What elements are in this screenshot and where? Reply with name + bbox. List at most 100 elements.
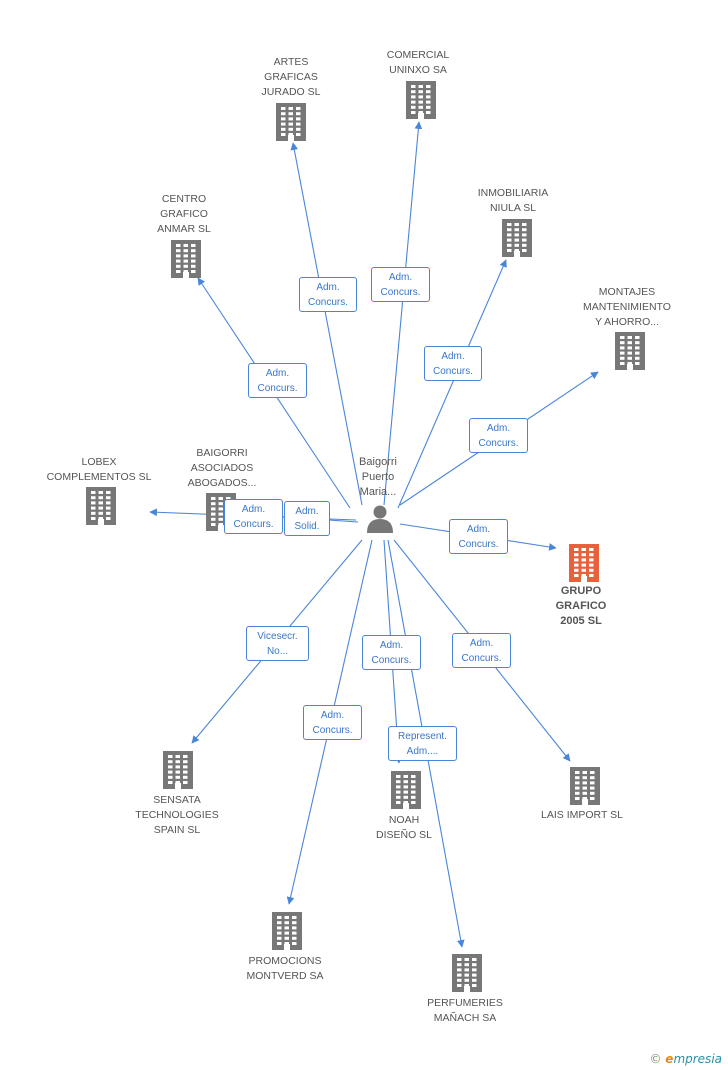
role-badge[interactable]: Adm.Concurs. xyxy=(362,635,421,670)
building-window xyxy=(457,973,462,977)
person-icon[interactable] xyxy=(367,505,393,534)
building-window xyxy=(176,249,181,253)
building-window xyxy=(277,926,282,930)
building-window xyxy=(296,133,301,136)
building-window xyxy=(183,254,188,258)
building-window xyxy=(175,765,180,769)
building-icon[interactable] xyxy=(406,81,436,119)
role-line: Concurs. xyxy=(461,653,502,664)
role-badge[interactable]: Adm.Concurs. xyxy=(449,519,508,554)
building-window xyxy=(426,100,431,104)
building-icon[interactable] xyxy=(272,912,302,950)
role-line: Concurs. xyxy=(380,287,421,298)
building-window xyxy=(464,973,469,977)
building-window xyxy=(418,95,423,99)
building-icon[interactable] xyxy=(86,487,116,525)
role-badge[interactable]: Vicesecr.No... xyxy=(246,626,309,661)
building-window xyxy=(292,921,297,925)
building-window xyxy=(98,501,103,505)
building-window xyxy=(281,117,286,121)
role-badge[interactable]: Adm. Concurs. xyxy=(371,267,430,302)
building-window xyxy=(91,496,96,500)
building-window xyxy=(277,921,282,925)
building-window xyxy=(426,111,431,114)
role-badge[interactable]: Adm.Concurs. xyxy=(303,705,362,740)
building-window xyxy=(418,100,423,104)
role-line: Adm. xyxy=(316,282,340,293)
label-line: MONTVERD SA xyxy=(246,970,324,982)
building-window xyxy=(176,270,181,273)
building-window xyxy=(582,797,587,800)
building-icon[interactable] xyxy=(171,240,201,278)
building-window xyxy=(426,90,431,94)
building-window xyxy=(590,797,595,800)
role-badge[interactable]: Adm.Concurs. xyxy=(224,499,283,534)
label-line: TECHNOLOGIES xyxy=(135,809,219,821)
building-icon[interactable] xyxy=(163,751,193,789)
building-window xyxy=(277,931,282,935)
building-window xyxy=(627,346,632,350)
label-line: GRAFICAS xyxy=(264,71,318,83)
building-window xyxy=(106,517,111,520)
building-window xyxy=(288,107,293,110)
building-window xyxy=(457,963,462,967)
role-line: Adm. xyxy=(388,272,413,283)
building-window xyxy=(91,501,96,505)
building-window xyxy=(620,351,625,355)
building-window xyxy=(175,760,180,764)
building-icon[interactable] xyxy=(570,767,600,805)
building-window xyxy=(620,346,625,350)
role-line: Adm. xyxy=(320,710,345,721)
building-window xyxy=(581,568,586,572)
label-line: GRUPO xyxy=(560,585,602,597)
building-window xyxy=(292,926,297,930)
building-window xyxy=(411,111,416,114)
building-window xyxy=(575,771,580,774)
building-window xyxy=(277,936,282,940)
building-icon[interactable] xyxy=(569,544,599,582)
building-window xyxy=(522,223,527,226)
building-window xyxy=(98,517,103,520)
role-badge[interactable]: Adm.Concurs. xyxy=(299,277,357,312)
role-line: Adm. xyxy=(265,368,290,379)
building-window xyxy=(514,249,519,252)
building-window xyxy=(211,523,216,526)
building-icon[interactable] xyxy=(452,954,482,992)
building-window xyxy=(581,574,586,577)
building-window xyxy=(191,249,196,253)
building-window xyxy=(575,781,580,785)
building-icon[interactable] xyxy=(502,219,532,257)
building-window xyxy=(288,112,293,116)
building-window xyxy=(627,351,632,355)
role-badge[interactable]: Adm.Concurs. xyxy=(469,418,528,453)
building-window xyxy=(98,511,103,515)
building-window xyxy=(590,776,595,780)
role-badge[interactable]: Adm.Concurs. xyxy=(248,363,307,398)
building-icon[interactable] xyxy=(615,332,645,370)
building-window xyxy=(620,356,625,360)
role-badge[interactable]: Adm.Solid. xyxy=(284,501,330,536)
role-line: Concurs. xyxy=(371,655,412,666)
building-window xyxy=(98,491,103,494)
building-window xyxy=(98,506,103,510)
role-line: Concurs. xyxy=(458,539,499,550)
building-window xyxy=(514,223,519,226)
building-icon[interactable] xyxy=(391,771,421,809)
role-badge[interactable]: Adm.Concurs. xyxy=(452,633,511,668)
building-window xyxy=(211,517,216,521)
building-window xyxy=(284,931,289,935)
building-window xyxy=(472,968,477,972)
building-door xyxy=(582,799,588,805)
building-icon[interactable] xyxy=(276,103,306,141)
icons-layer xyxy=(86,81,645,992)
building-window xyxy=(284,926,289,930)
building-window xyxy=(191,254,196,258)
role-badge[interactable]: Adm.Concurs. xyxy=(424,346,482,381)
building-window xyxy=(211,497,216,500)
building-window xyxy=(296,112,301,116)
role-badge[interactable]: Represent.Adm.... xyxy=(388,726,457,761)
